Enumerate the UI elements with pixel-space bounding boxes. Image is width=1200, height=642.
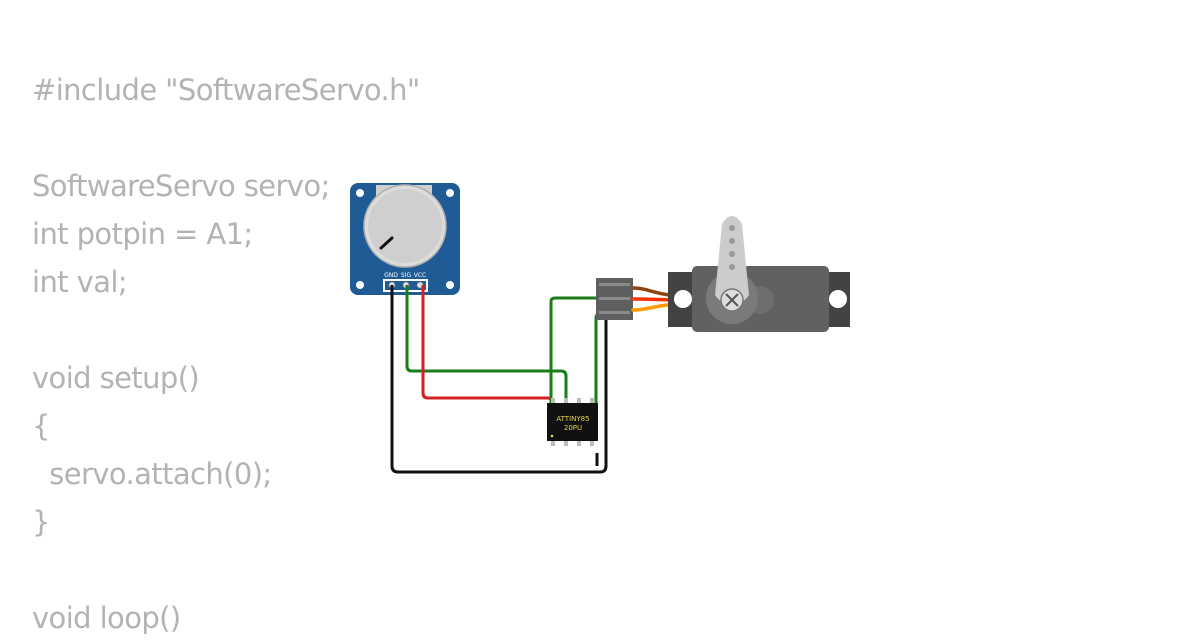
connector-slot: [599, 283, 630, 286]
wire-vcc[interactable]: [421, 285, 554, 404]
pin-label-gnd: GND: [384, 272, 398, 279]
chip-pin: [590, 440, 594, 446]
mount-hole: [446, 189, 454, 197]
pin-label-sig: SIG: [401, 272, 412, 279]
mount-hole: [356, 281, 364, 289]
chip-label-line2: 20PU: [564, 424, 582, 432]
code-line: }: [32, 505, 50, 539]
potentiometer-module[interactable]: GND SIG VCC: [350, 183, 460, 295]
code-line: void setup(): [32, 361, 200, 395]
chip-body: [547, 403, 598, 441]
horn-hole: [729, 238, 735, 244]
horn-hole: [729, 225, 735, 231]
chip-pin: [551, 440, 555, 446]
code-line: servo.attach(0);: [32, 457, 272, 491]
wire-servo-power[interactable]: [594, 312, 603, 403]
pot-indicator: [379, 236, 394, 250]
mount-hole: [356, 189, 364, 197]
chip-pin1-marker: [550, 434, 554, 438]
code-line: void loop(): [32, 601, 181, 635]
connector-slot: [599, 311, 630, 314]
code-line: int val;: [32, 265, 128, 299]
code-line: {: [32, 409, 50, 443]
code-line: SoftwareServo servo;: [32, 169, 330, 203]
horn-hole: [729, 251, 735, 257]
mount-hole: [446, 281, 454, 289]
chip-pin: [577, 440, 581, 446]
code-line: int potpin = A1;: [32, 217, 253, 251]
chip-pin: [551, 398, 555, 404]
servo-mount-hole-right: [829, 290, 847, 308]
code-listing: #include "SoftwareServo.h" SoftwareServo…: [32, 66, 420, 642]
servo-horn[interactable]: [715, 216, 749, 307]
pin-label-vcc: VCC: [414, 272, 426, 279]
servo-motor[interactable]: [668, 216, 850, 332]
servo-screw-cross: [725, 293, 739, 307]
connector-slot: [599, 297, 630, 300]
attiny85-chip[interactable]: ATTINY85 20PU: [547, 398, 598, 446]
chip-pin: [590, 398, 594, 404]
wire-servo-signal[interactable]: [549, 296, 599, 403]
code-line: #include "SoftwareServo.h": [32, 73, 420, 107]
horn-hole: [729, 264, 735, 270]
chip-pin: [577, 398, 581, 404]
pot-knob-face: [368, 189, 442, 263]
servo-mount-hole-left: [674, 290, 692, 308]
chip-pin: [564, 440, 568, 446]
chip-pin: [564, 398, 568, 404]
chip-label-line1: ATTINY85: [556, 415, 589, 423]
servo-connector[interactable]: [596, 278, 633, 320]
wire-sig[interactable]: [405, 285, 568, 403]
